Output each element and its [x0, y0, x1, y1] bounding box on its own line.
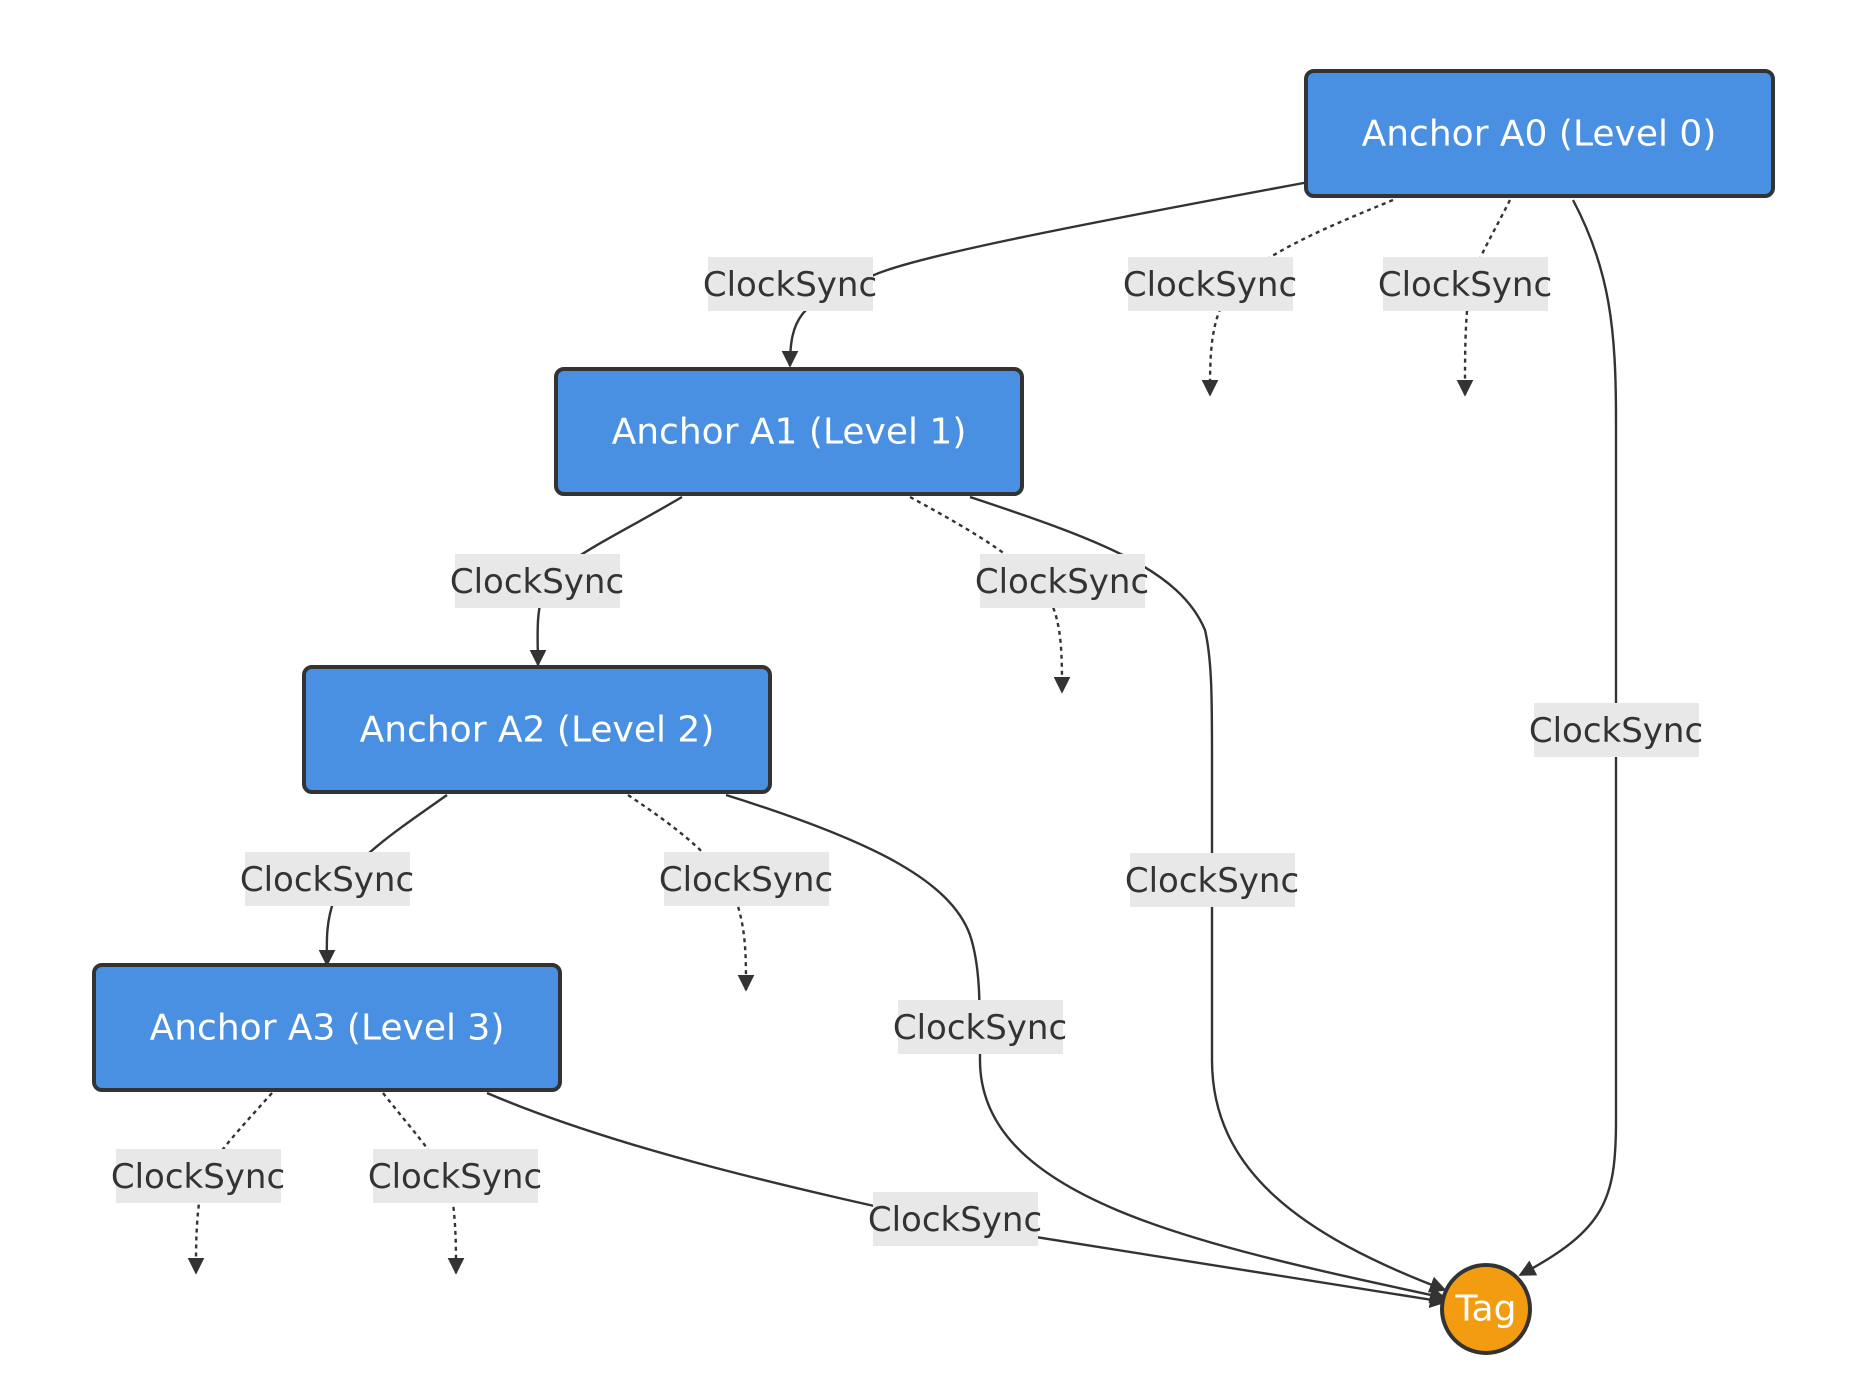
edge-label-a1-a2: ClockSync — [450, 554, 624, 608]
edge-label-a0-out2: ClockSync — [1378, 257, 1552, 311]
edge-label-a3-out1: ClockSync — [111, 1149, 285, 1203]
svg-text:ClockSync: ClockSync — [111, 1157, 285, 1197]
svg-text:ClockSync: ClockSync — [868, 1200, 1042, 1240]
edge-a0-out2 — [1456, 199, 1512, 397]
edge-label-a2-tag: ClockSync — [893, 1000, 1067, 1054]
edge-label-a0-tag: ClockSync — [1529, 703, 1703, 757]
node-anchor-a1[interactable]: Anchor A1 (Level 1) — [554, 367, 1024, 496]
svg-text:ClockSync: ClockSync — [1378, 265, 1552, 305]
edge-label-a2-a3: ClockSync — [240, 852, 414, 906]
node-tag[interactable]: Tag — [1440, 1263, 1532, 1355]
node-anchor-a3[interactable]: Anchor A3 (Level 3) — [92, 963, 562, 1092]
svg-text:ClockSync: ClockSync — [659, 860, 833, 900]
edge-label-a1-tag: ClockSync — [1125, 853, 1299, 907]
edge-label-a3-tag: ClockSync — [868, 1192, 1042, 1246]
node-anchor-a0[interactable]: Anchor A0 (Level 0) — [1304, 69, 1775, 198]
edge-a1-out — [909, 495, 1071, 694]
svg-text:ClockSync: ClockSync — [240, 860, 414, 900]
edge-label-a1-out: ClockSync — [975, 554, 1149, 608]
node-anchor-a2[interactable]: Anchor A2 (Level 2) — [302, 665, 772, 794]
svg-text:Anchor A3 (Level 3): Anchor A3 (Level 3) — [150, 1008, 505, 1049]
nodes: Anchor A0 (Level 0) Anchor A1 (Level 1) … — [92, 69, 1775, 1355]
edge-a0-a1 — [781, 180, 1310, 368]
svg-text:Anchor A1 (Level 1): Anchor A1 (Level 1) — [612, 412, 967, 453]
svg-text:ClockSync: ClockSync — [450, 562, 624, 602]
edge-a0-tag — [1518, 199, 1618, 1277]
edge-labels: ClockSync ClockSync ClockSync ClockSync … — [111, 257, 1703, 1246]
svg-text:ClockSync: ClockSync — [1529, 711, 1703, 751]
edge-label-a2-out: ClockSync — [659, 852, 833, 906]
edge-label-a3-out2: ClockSync — [368, 1149, 542, 1203]
edge-a2-tag — [725, 793, 1447, 1304]
svg-text:Anchor A0 (Level 0): Anchor A0 (Level 0) — [1362, 114, 1717, 155]
svg-text:ClockSync: ClockSync — [1125, 861, 1299, 901]
svg-text:ClockSync: ClockSync — [703, 265, 877, 305]
svg-text:ClockSync: ClockSync — [1123, 265, 1297, 305]
svg-text:Anchor A2 (Level 2): Anchor A2 (Level 2) — [360, 710, 715, 751]
edge-a0-out1 — [1201, 198, 1394, 397]
edge-label-a0-a1: ClockSync — [703, 257, 877, 311]
svg-text:ClockSync: ClockSync — [975, 562, 1149, 602]
edge-label-a0-out1: ClockSync — [1123, 257, 1297, 311]
svg-text:ClockSync: ClockSync — [368, 1157, 542, 1197]
svg-text:ClockSync: ClockSync — [893, 1008, 1067, 1048]
svg-text:Tag: Tag — [1455, 1289, 1517, 1330]
